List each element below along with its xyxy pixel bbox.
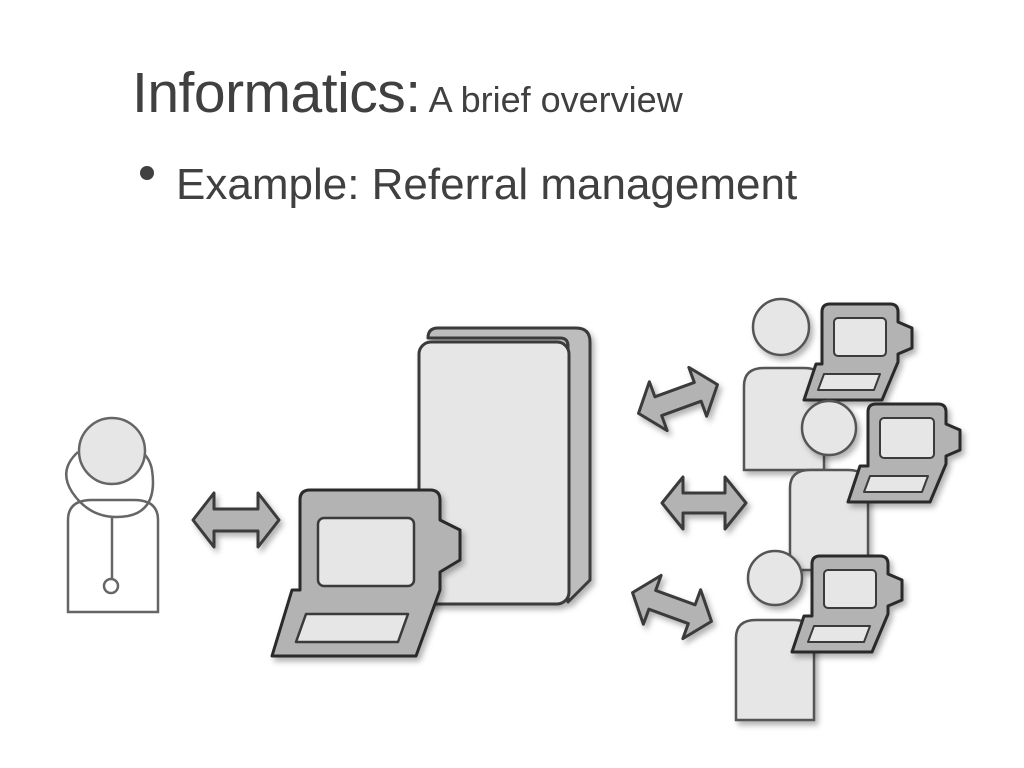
person-icon xyxy=(742,297,826,472)
doctor-icon xyxy=(65,416,160,614)
bidirectional-arrow-icon xyxy=(631,573,713,641)
person-icon xyxy=(788,399,870,572)
laptop-icon xyxy=(846,402,962,504)
bidirectional-arrow-icon xyxy=(637,365,719,433)
laptop-icon xyxy=(270,488,462,658)
bidirectional-arrow-icon xyxy=(191,491,281,549)
bullet-text: Example: Referral management xyxy=(176,160,798,209)
bidirectional-arrow-icon xyxy=(660,475,748,531)
laptop-icon xyxy=(802,302,914,402)
laptop-icon xyxy=(790,554,904,654)
title-subtitle: A brief overview xyxy=(428,79,683,120)
bullet-dot-icon xyxy=(140,166,154,181)
slide-title: Informatics:A brief overview xyxy=(132,60,683,126)
title-main: Informatics: xyxy=(132,61,421,125)
bullet-item: Example: Referral management xyxy=(140,160,797,210)
